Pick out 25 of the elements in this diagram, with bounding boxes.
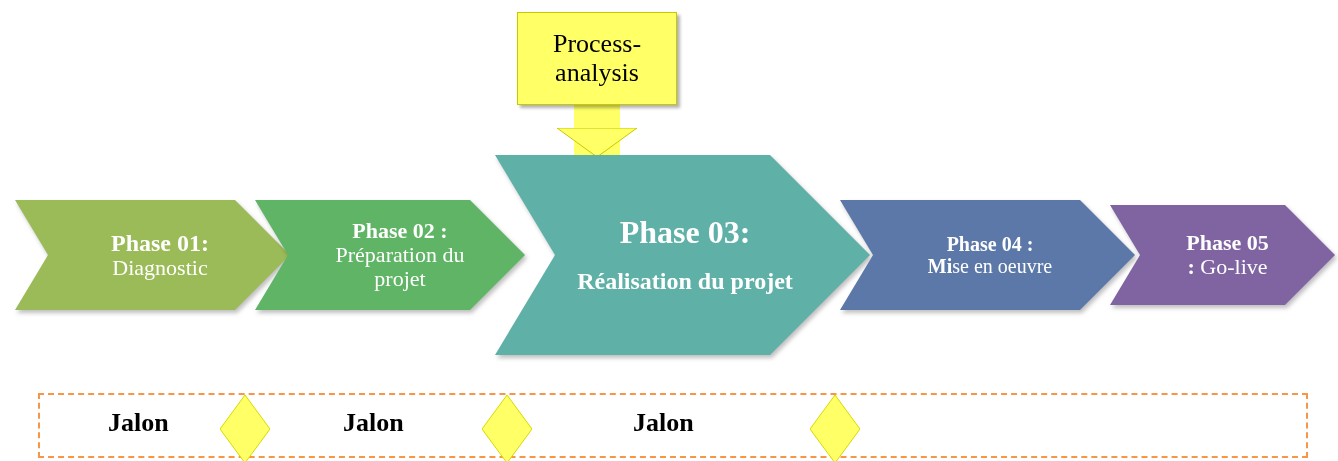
- chevron-shape: [1110, 205, 1335, 305]
- chevron-shape: [840, 200, 1135, 310]
- phase-description: : Go-live: [1187, 255, 1268, 280]
- callout-text: Process-analysis: [551, 29, 643, 88]
- phase-heading: Phase 02 :: [352, 218, 448, 243]
- milestone-label: Jalon: [633, 408, 694, 438]
- chevron-shape: [255, 200, 525, 310]
- phase-heading: Phase 03:: [619, 215, 751, 251]
- chevron-shape: [495, 155, 870, 355]
- phase-description: Mise en oeuvre: [927, 255, 1053, 277]
- phase-description: Préparation du projet: [334, 242, 466, 292]
- milestone-diamond: [810, 395, 860, 461]
- phase-heading: Phase 04 :: [946, 233, 1034, 255]
- milestone-label: Jalon: [343, 408, 404, 438]
- phase-description: Réalisation du projet: [577, 268, 793, 295]
- block-arrow: [556, 105, 638, 158]
- callout-box: [517, 12, 677, 105]
- milestone-band: [38, 393, 1308, 458]
- phase-heading: Phase 05: [1186, 230, 1269, 255]
- chevron-shape: [15, 200, 290, 310]
- milestone-diamond: [220, 395, 270, 461]
- phase-heading: Phase 01:: [111, 229, 209, 257]
- milestone-label: Jalon: [108, 408, 169, 438]
- phase-description: Diagnostic: [112, 256, 208, 281]
- milestone-diamond: [482, 395, 532, 461]
